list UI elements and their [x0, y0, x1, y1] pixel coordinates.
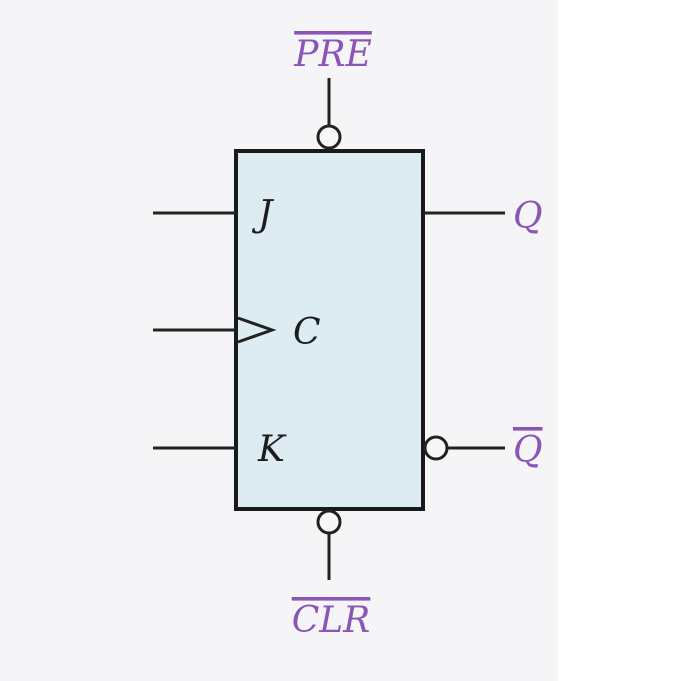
clock-label: C: [293, 312, 321, 353]
clock-edge-triangle: [237, 316, 277, 344]
clear-inversion-bubble: [316, 509, 342, 535]
q-output-label: Q: [513, 196, 543, 237]
flip-flop-body: [234, 149, 425, 511]
q-bar-output-label: Q: [513, 430, 543, 471]
q-bar-inversion-bubble: [423, 435, 449, 461]
preset-label: PRE: [293, 34, 372, 75]
preset-inversion-bubble: [316, 124, 342, 150]
clear-label: CLR: [292, 600, 371, 641]
k-label: K: [257, 429, 287, 470]
